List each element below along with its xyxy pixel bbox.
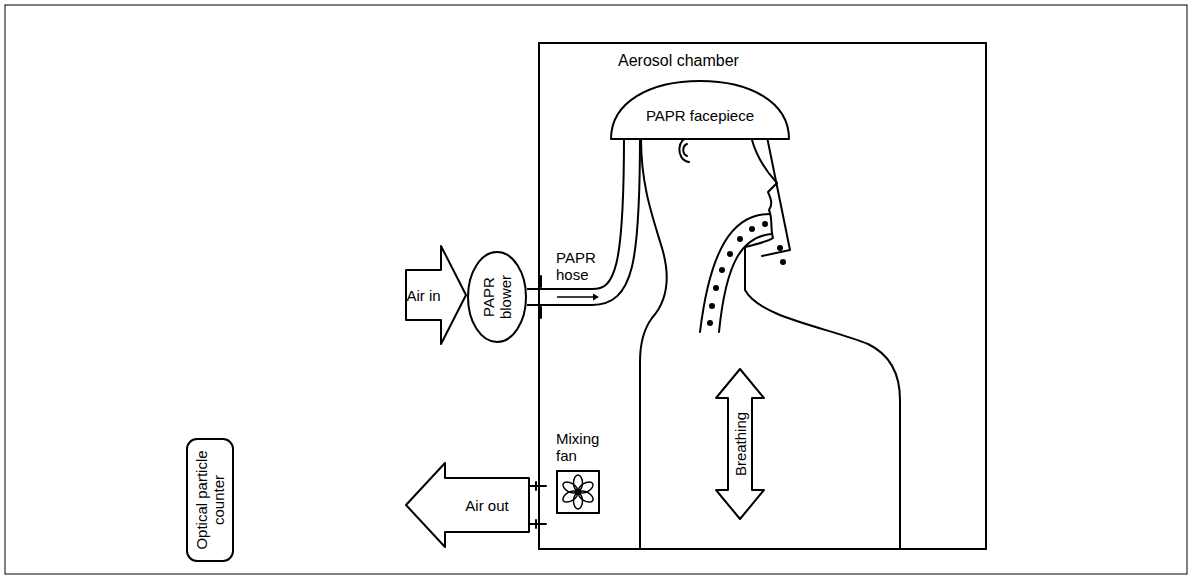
- node-text: PAPR blower: [471, 259, 523, 335]
- ear-inner: [683, 144, 687, 156]
- outer-frame: [5, 5, 1187, 574]
- breathing-arrow: Breathing: [715, 368, 765, 520]
- text-holder: Optical particle counter: [189, 442, 231, 558]
- shape-outline: [556, 470, 600, 514]
- face-profile: [745, 140, 777, 247]
- outlet-duct: [528, 486, 546, 524]
- mixing-fan: Mixing fan: [556, 470, 600, 514]
- node-text: PAPR facepiece: [640, 94, 760, 136]
- part-label: PAPR hose: [556, 246, 616, 286]
- airway-wall: [719, 234, 771, 332]
- text-holder: PAPR blower: [471, 259, 523, 335]
- person-front: [745, 247, 900, 549]
- facepiece-dome: PAPR facepiece: [610, 80, 790, 140]
- node-text: Mixing fan: [556, 428, 620, 464]
- person-back: [640, 138, 667, 549]
- ear: [679, 138, 690, 162]
- node-text: Breathing: [728, 398, 752, 490]
- air-in-arrow: Air in: [405, 245, 467, 345]
- node-text: Aerosol chamber: [618, 50, 838, 72]
- air-out-arrow: Air out: [405, 462, 530, 548]
- airway-wall: [700, 214, 770, 332]
- aerosol-particles: [707, 221, 786, 326]
- chamber-box: Aerosol chamberPAPR facepieceMixing fan B…: [538, 42, 987, 550]
- text-holder: Breathing: [728, 398, 752, 490]
- particle-counter: Optical particle counter: [186, 438, 234, 562]
- node-text: Air out: [445, 478, 529, 532]
- visor-edge: [762, 132, 790, 256]
- hose-connector: [527, 136, 632, 301]
- node-text: Optical particle counter: [189, 442, 231, 558]
- node-text: Air in: [406, 270, 441, 320]
- blower-ellipse: PAPR blower: [467, 251, 527, 343]
- outlet-flange: [535, 482, 537, 528]
